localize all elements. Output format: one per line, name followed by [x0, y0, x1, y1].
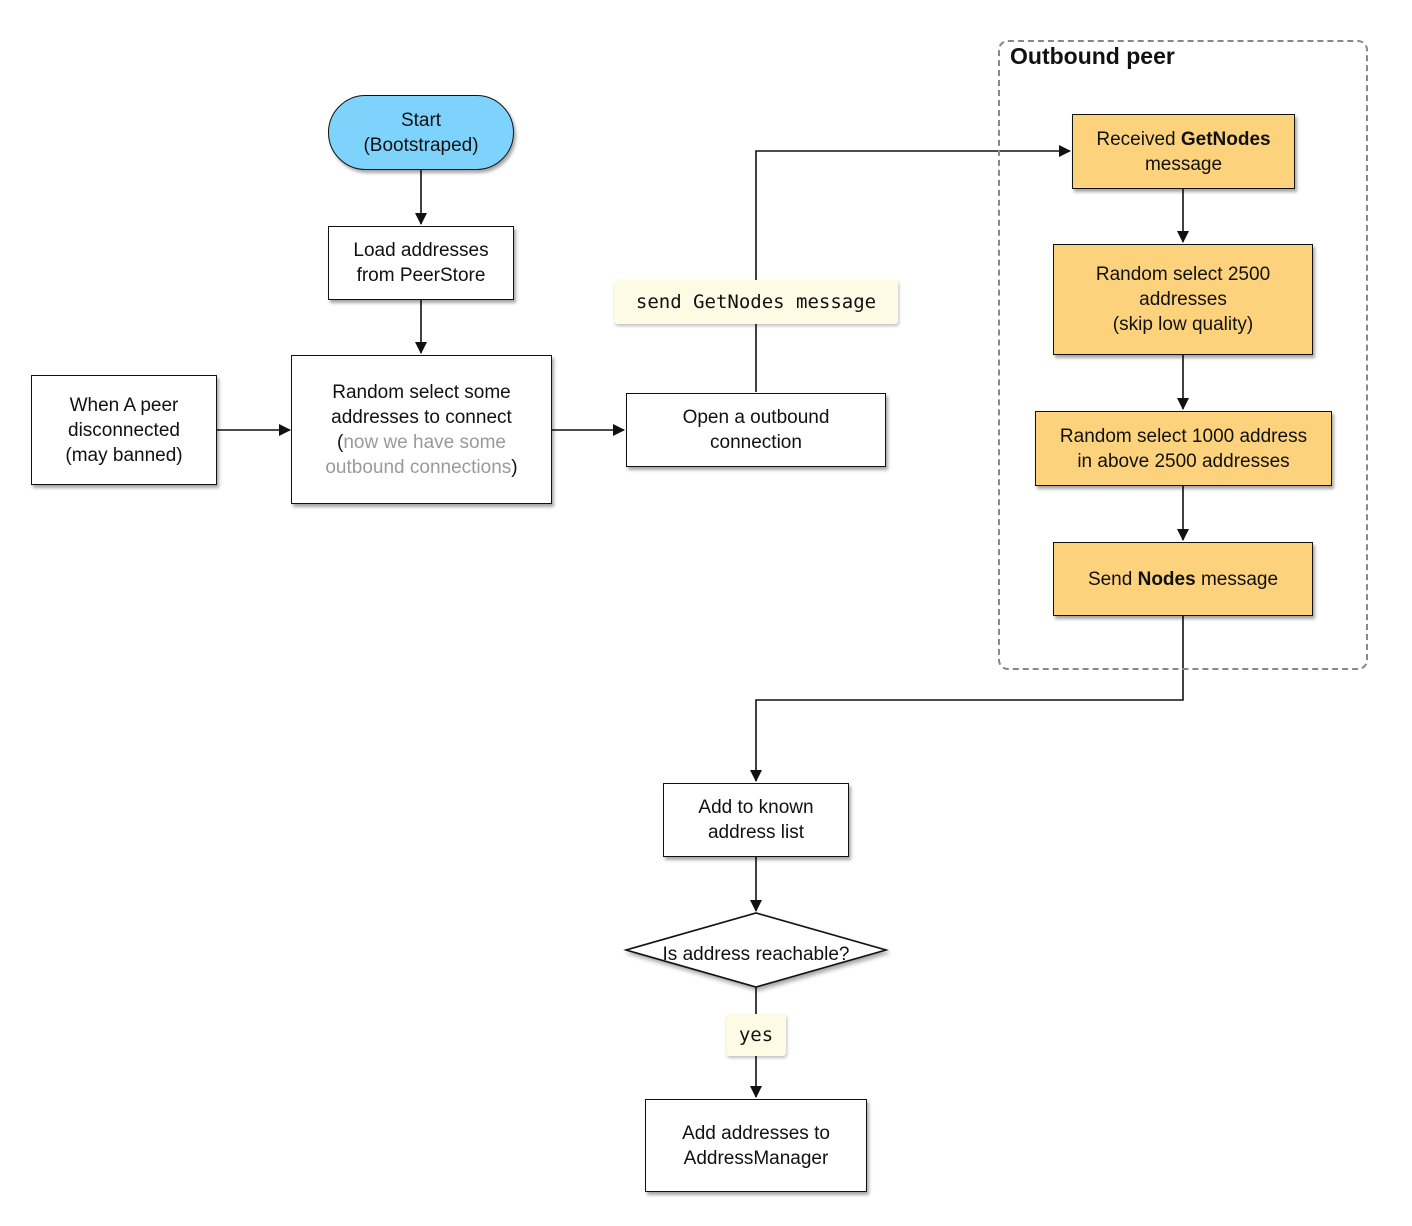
disconnected-line-3: (may banned): [65, 444, 183, 466]
decision-shape: [623, 912, 889, 988]
received-prefix: Received: [1096, 128, 1181, 150]
group-title: Outbound peer: [1010, 43, 1175, 69]
add-known-node[interactable]: Add to known address list: [663, 783, 849, 857]
load-line-2: from PeerStore: [356, 265, 486, 286]
add-known-line-1: Add to known: [698, 797, 814, 818]
select-2500-line-2: addresses: [1139, 289, 1227, 310]
received-line-2: message: [1144, 153, 1223, 175]
disconnected-line-1: When A peer: [69, 394, 179, 416]
disconnected-line-2: disconnected: [68, 419, 180, 441]
note-text-1: now we have some: [343, 431, 506, 453]
random-select-line-1: Random select some: [332, 381, 511, 403]
random-select-note-line-1: (now we have some: [325, 430, 517, 455]
note-text-2: outbound connections: [325, 456, 512, 478]
load-addresses-node[interactable]: Load addresses from PeerStore: [328, 226, 514, 300]
received-bold: GetNodes: [1180, 128, 1271, 150]
decision-line-2: reachable?: [755, 943, 850, 965]
add-manager-node[interactable]: Add addresses to AddressManager: [645, 1099, 867, 1192]
paren-open: (: [337, 431, 344, 453]
open-line-1: Open a outbound: [682, 407, 830, 428]
add-known-line-2: address list: [707, 822, 805, 843]
open-line-2: connection: [710, 432, 802, 453]
select-1000-line-1: Random select 1000 address: [1059, 425, 1308, 447]
send-suffix: message: [1195, 568, 1279, 590]
received-line-1: Received GetNodes: [1096, 127, 1270, 152]
select-1000-node[interactable]: Random select 1000 address in above 2500…: [1035, 411, 1332, 486]
random-select-note-line-2: outbound connections): [325, 455, 517, 480]
random-select-line-2: addresses to connect: [331, 406, 512, 428]
received-getnodes-node[interactable]: Received GetNodes message: [1072, 114, 1295, 189]
reachable-decision[interactable]: Is address reachable?: [626, 913, 886, 987]
yes-label: yes: [726, 1014, 786, 1056]
start-line-2: (Bootstraped): [363, 134, 479, 156]
random-select-node[interactable]: Random select some addresses to connect …: [291, 355, 552, 504]
start-node[interactable]: Start (Bootstraped): [328, 95, 514, 170]
edge-send-to-known: [750, 616, 1184, 782]
select-2500-line-3: (skip low quality): [1112, 314, 1254, 335]
outbound-peer-group: [998, 40, 1368, 670]
select-2500-line-1: Random select 2500: [1095, 264, 1271, 285]
decision-line-1: Is address: [662, 943, 751, 965]
select-2500-node[interactable]: Random select 2500 addresses (skip low q…: [1053, 244, 1313, 355]
send-prefix: Send: [1087, 568, 1138, 590]
select-1000-line-2: in above 2500 addresses: [1077, 450, 1290, 472]
paren-close: ): [511, 456, 518, 478]
send-getnodes-label: send GetNodes message: [614, 280, 898, 324]
send-nodes-line: Send Nodes message: [1088, 567, 1278, 592]
start-line-1: Start: [400, 109, 442, 131]
send-bold: Nodes: [1137, 568, 1196, 590]
peer-disconnected-node[interactable]: When A peer disconnected (may banned): [31, 375, 217, 485]
add-manager-line-2: AddressManager: [683, 1147, 829, 1169]
add-manager-line-1: Add addresses to: [682, 1122, 830, 1144]
send-nodes-node[interactable]: Send Nodes message: [1053, 542, 1313, 616]
load-line-1: Load addresses: [353, 240, 489, 261]
open-outbound-node[interactable]: Open a outbound connection: [626, 393, 886, 467]
